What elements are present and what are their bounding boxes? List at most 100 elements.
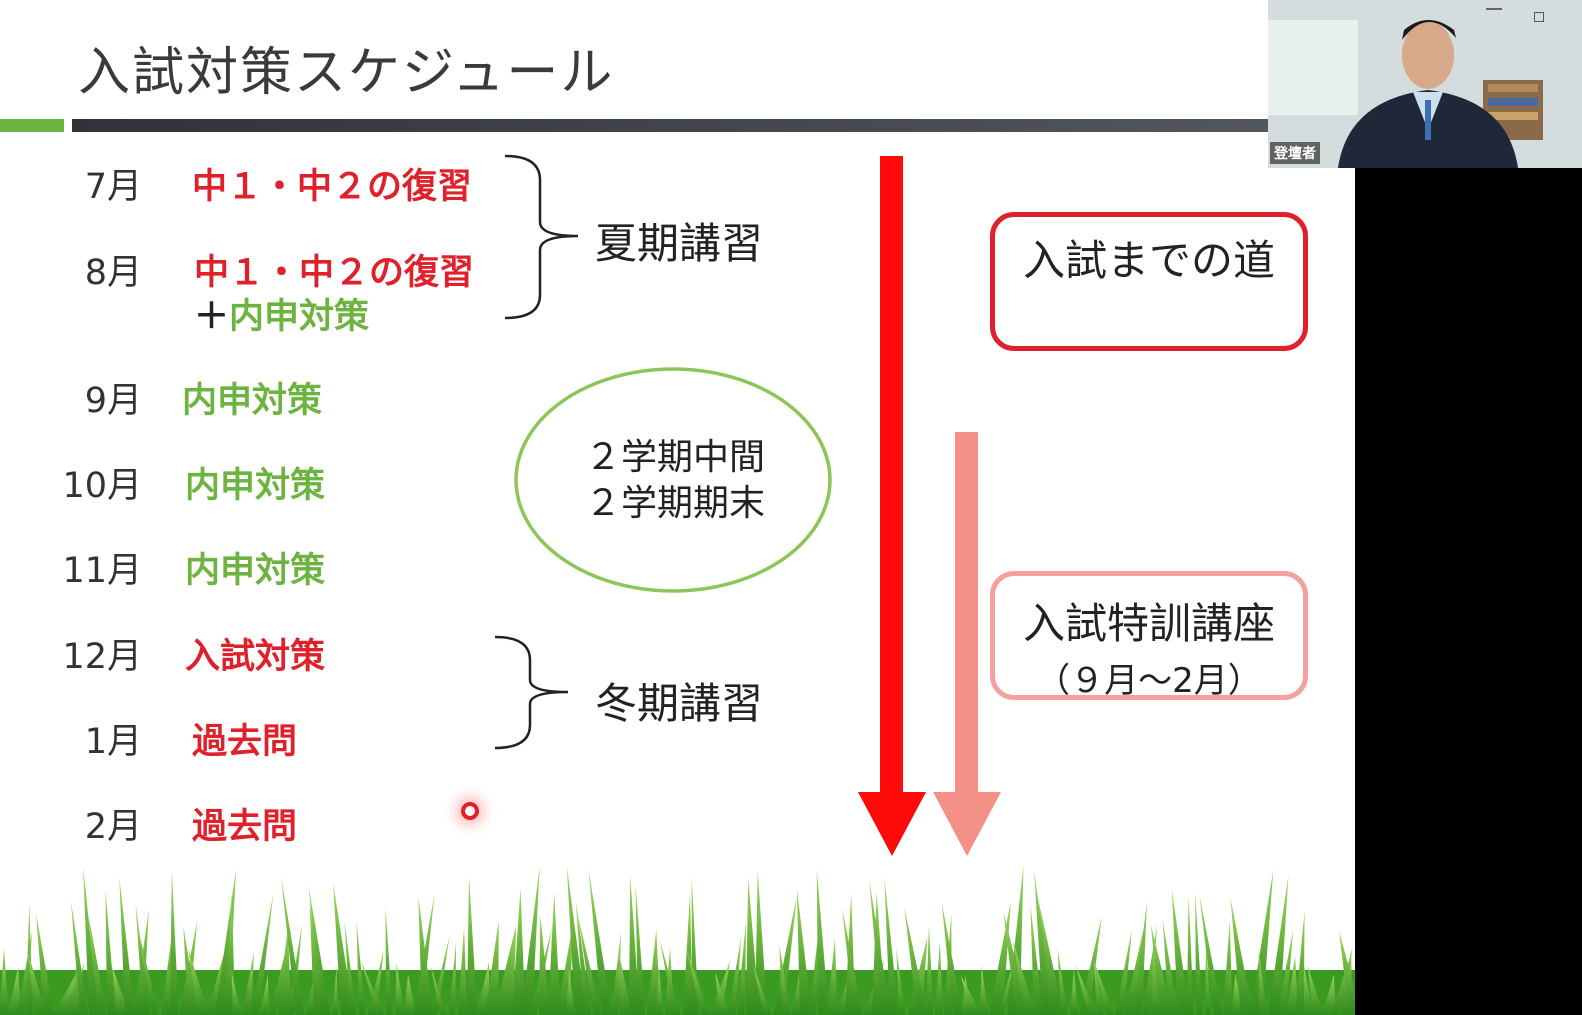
grass-blade <box>119 877 135 1015</box>
final-label: ２学期期末 <box>584 483 765 524</box>
grass-blade <box>521 866 540 1015</box>
grass-blade <box>980 965 989 1015</box>
grass-blade <box>941 902 963 1015</box>
exam-training-box: 入試特訓講座 （９月～2月） <box>990 571 1308 701</box>
maximize-icon[interactable] <box>1534 12 1544 22</box>
grass-blade <box>308 883 331 1015</box>
grass-blade <box>998 956 1015 1015</box>
grass-blade <box>896 948 906 1015</box>
grass-blade <box>715 971 730 1015</box>
topic-extra: ＋内申対策 <box>194 288 369 339</box>
speaker-video-thumbnail[interactable]: 登壇者 <box>1268 0 1582 168</box>
grass-blade <box>1038 900 1064 1015</box>
grass-blade <box>1258 949 1268 1015</box>
grass-blade <box>1075 965 1097 1015</box>
grass-blade <box>231 972 242 1015</box>
grass-blade <box>467 875 478 1015</box>
grass-blade <box>281 876 305 1015</box>
grass-blade <box>269 926 292 1015</box>
grass-blade <box>1322 974 1336 1015</box>
grass-blade <box>1286 956 1299 1015</box>
month-label: 9月 <box>84 381 142 421</box>
winter-brace <box>494 635 569 750</box>
grass-blade <box>566 969 575 1015</box>
grass-blade <box>135 903 151 1015</box>
title-underline-dark <box>72 119 1355 132</box>
grass-blade <box>647 929 661 1015</box>
grass-blade <box>430 965 447 1015</box>
grass-blade <box>395 963 405 1015</box>
grass-blade <box>8 966 22 1015</box>
grass-blade <box>137 925 159 1015</box>
grass-blade <box>356 921 366 1015</box>
grass-blade <box>1199 895 1223 1015</box>
slide-title: 入試対策スケジュール <box>78 43 615 103</box>
topic-label: 過去問 <box>192 722 298 762</box>
red-arrow <box>858 156 926 856</box>
grass-blade <box>737 920 747 1015</box>
grass-blade <box>385 906 393 1015</box>
plus-sign: ＋ <box>194 297 230 337</box>
grass-blade <box>926 924 934 1015</box>
topic-label: 内申対策 <box>185 466 326 506</box>
semester-exams: ２学期中間 ２学期期末 <box>520 435 830 527</box>
grass-blade <box>476 961 490 1015</box>
month-label: 11月 <box>62 551 142 591</box>
grass-blade <box>278 924 291 1015</box>
minimize-icon[interactable] <box>1486 8 1502 10</box>
month-label: 12月 <box>62 637 142 677</box>
road-to-exam-box: 入試までの道 <box>990 212 1308 351</box>
grass-blade <box>629 875 640 1015</box>
topic-label: 内申対策 <box>182 381 323 421</box>
grass-blade <box>179 920 198 1015</box>
grass-blade <box>418 896 434 1015</box>
month-label: 7月 <box>84 167 142 207</box>
screen-share-margin <box>1355 168 1582 1015</box>
grass-blade <box>1057 948 1068 1015</box>
laser-pointer <box>461 802 479 820</box>
grass-blade <box>773 895 797 1015</box>
winter-course-label: 冬期講習 <box>595 679 764 728</box>
grass-blade <box>485 920 499 1015</box>
grass-blade <box>588 869 613 1015</box>
grass-blade <box>215 868 237 1015</box>
grass-blade <box>170 869 179 1015</box>
grass-blade <box>539 913 551 1015</box>
grass-blade <box>458 926 468 1015</box>
grass-blade <box>1230 897 1254 1015</box>
presentation-slide: 入試対策スケジュール 7月 中１・中２の復習 8月 中１・中２の復習 ＋内申対策… <box>0 0 1355 1015</box>
grass-blade <box>816 869 829 1015</box>
grass-blade <box>1094 962 1115 1015</box>
grass-blade <box>494 924 517 1015</box>
grass-blade <box>1339 931 1355 1015</box>
grass-blade <box>0 948 9 1015</box>
grass-blade <box>836 961 854 1015</box>
grass-blade <box>869 879 891 1015</box>
grass-blade <box>1093 959 1105 1015</box>
grass-blade <box>935 941 943 1015</box>
grass-blade <box>1030 905 1043 1015</box>
summer-course-label: 夏期講習 <box>595 219 764 268</box>
grass-blade <box>548 892 561 1015</box>
topic-label: 中１・中２の復習 <box>194 253 475 293</box>
grass-blade <box>989 901 1011 1015</box>
midterm-label: ２学期中間 <box>584 437 765 478</box>
grass-blade <box>796 888 812 1015</box>
grass-blade <box>904 907 928 1015</box>
month-label: 8月 <box>84 253 142 293</box>
grass-blade <box>753 965 772 1015</box>
grass-blade <box>575 900 592 1015</box>
grass-blade <box>449 941 457 1015</box>
grass-blade <box>1268 875 1289 1015</box>
topic-label: 内申対策 <box>185 551 326 591</box>
grass-blade <box>332 966 339 1015</box>
grass-blade <box>1303 964 1314 1015</box>
title-underline-green <box>0 119 64 132</box>
grass-blade <box>1070 968 1079 1015</box>
exam-training-title: 入試特訓講座 <box>1022 599 1275 648</box>
grass-blade <box>242 951 255 1015</box>
grass-blade <box>842 907 864 1015</box>
grass-blade <box>1295 910 1305 1015</box>
grass-blade <box>635 883 646 1015</box>
grass-blade <box>659 938 681 1015</box>
